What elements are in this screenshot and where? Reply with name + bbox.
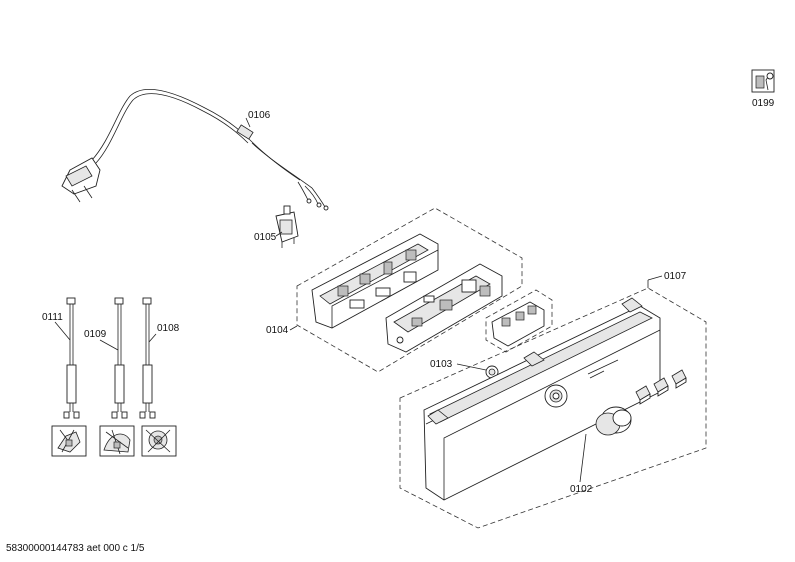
label-0106[interactable]: 0106 bbox=[248, 110, 271, 121]
module-group-outline bbox=[296, 207, 523, 373]
power-cord[interactable] bbox=[61, 88, 329, 211]
selector-knob-small[interactable] bbox=[485, 365, 499, 379]
wrench-icon[interactable] bbox=[751, 69, 775, 93]
wire-harness-0109[interactable] bbox=[111, 297, 128, 419]
program-selector-knob[interactable] bbox=[595, 406, 632, 436]
label-0104[interactable]: 0104 bbox=[266, 325, 289, 336]
document-id-footer: 58300000144783 aet 000 c 1/5 bbox=[6, 543, 145, 554]
selector-group-outline bbox=[485, 289, 553, 353]
selector-module[interactable] bbox=[491, 301, 545, 347]
wiring-detail-icon bbox=[51, 425, 87, 457]
label-0105[interactable]: 0105 bbox=[254, 232, 277, 243]
label-0108[interactable]: 0108 bbox=[157, 323, 180, 334]
label-0111[interactable]: 0111 bbox=[42, 312, 63, 323]
control-module-right[interactable] bbox=[385, 263, 503, 353]
label-0102[interactable]: 0102 bbox=[570, 484, 593, 495]
label-0107[interactable]: 0107 bbox=[664, 271, 687, 282]
panel-group-outline bbox=[399, 287, 707, 529]
front-control-panel[interactable] bbox=[423, 297, 661, 501]
label-0109[interactable]: 0109 bbox=[84, 329, 107, 340]
wiring-detail-icon bbox=[99, 425, 135, 457]
control-module-left[interactable] bbox=[311, 233, 439, 329]
wiring-detail-icon bbox=[141, 425, 177, 457]
wire-harness-0108[interactable] bbox=[139, 297, 156, 419]
button-caps[interactable] bbox=[635, 369, 687, 405]
label-0199[interactable]: 0199 bbox=[752, 98, 775, 109]
label-0103[interactable]: 0103 bbox=[430, 359, 453, 370]
wire-harness-0111[interactable] bbox=[63, 297, 80, 419]
connector-part[interactable] bbox=[275, 205, 299, 248]
